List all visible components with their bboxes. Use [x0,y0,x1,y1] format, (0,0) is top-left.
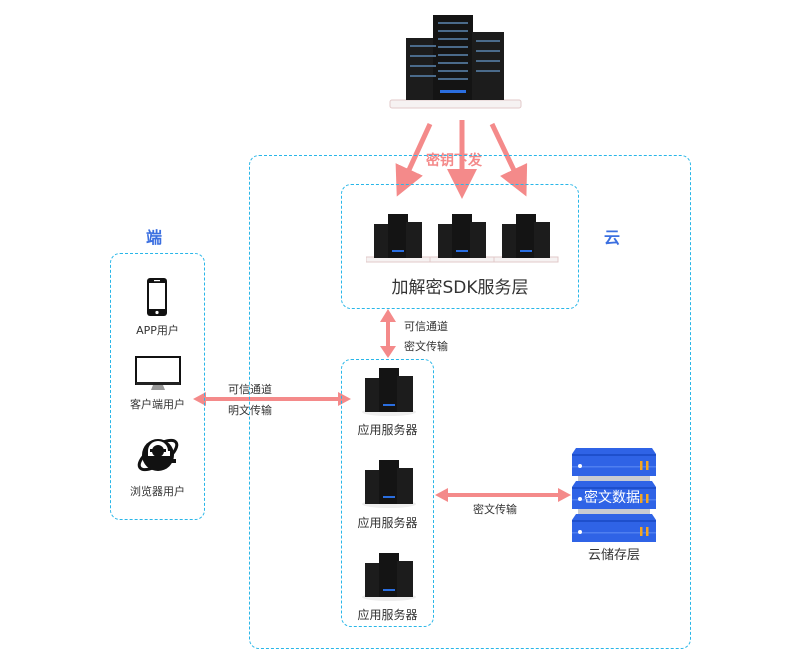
cloud-section-title: 云 [604,228,621,247]
app-server-box [341,359,434,627]
sdk-layer-box [341,184,579,309]
browser-user-label: 浏览器用户 [130,485,185,498]
key-management-server [388,10,523,110]
encrypted-data-label: 密文数据 [584,490,640,506]
app-server-2[interactable]: 应用服务器 [341,458,434,533]
monitor-icon [135,356,181,390]
sdk-server-cluster [365,212,561,264]
cloud-storage[interactable]: 密文数据 [570,448,658,543]
key-arrow-right [489,122,528,197]
sdk-layer-label: 加解密SDK服务层 [391,278,529,298]
server-rack-icon [389,15,522,109]
client-section-box [110,253,205,520]
app-storage-link-arrow [435,488,571,502]
app-server-label: 应用服务器 [357,516,418,530]
app-server-label: 应用服务器 [357,608,418,622]
client-link-label-1: 可信通道 [228,383,272,396]
storage-link-label: 密文传输 [473,503,517,516]
app-server-1[interactable]: 应用服务器 [341,366,434,441]
server-rack-icon [362,368,416,416]
storage-unit [572,448,656,476]
cloud-storage-label: 云储存层 [587,548,640,563]
server-rack-icon [362,460,416,508]
desktop-user-label: 客户端用户 [130,398,185,411]
client-link-label-2: 明文传输 [228,404,272,417]
smartphone-icon [147,278,167,316]
app-server-3[interactable]: 应用服务器 [341,551,434,626]
storage-unit [572,481,656,509]
sdk-app-link-arrow [380,309,396,358]
ie-browser-icon [137,438,179,472]
app-user-label: APP用户 [136,324,179,337]
client-item-desktop[interactable]: 客户端用户 [110,356,205,416]
storage-unit [572,514,656,542]
client-item-browser[interactable]: 浏览器用户 [110,430,205,500]
sdk-link-label-2: 密文传输 [404,340,448,353]
server-rack-group-icon [365,214,559,263]
client-item-app[interactable]: APP用户 [110,275,205,340]
key-arrow-left [395,122,433,197]
server-rack-icon [365,214,431,263]
server-rack-icon [493,214,559,263]
client-section-title: 端 [146,228,163,247]
server-rack-icon [429,214,495,263]
app-server-label: 应用服务器 [357,423,418,437]
sdk-link-label-1: 可信通道 [404,320,448,333]
server-rack-icon [362,553,416,601]
key-distribution-arrows [395,120,528,199]
key-distribution-label: 密钥下发 [426,153,482,169]
cloud-section-box [249,155,691,649]
storage-stack-icon [572,448,656,542]
